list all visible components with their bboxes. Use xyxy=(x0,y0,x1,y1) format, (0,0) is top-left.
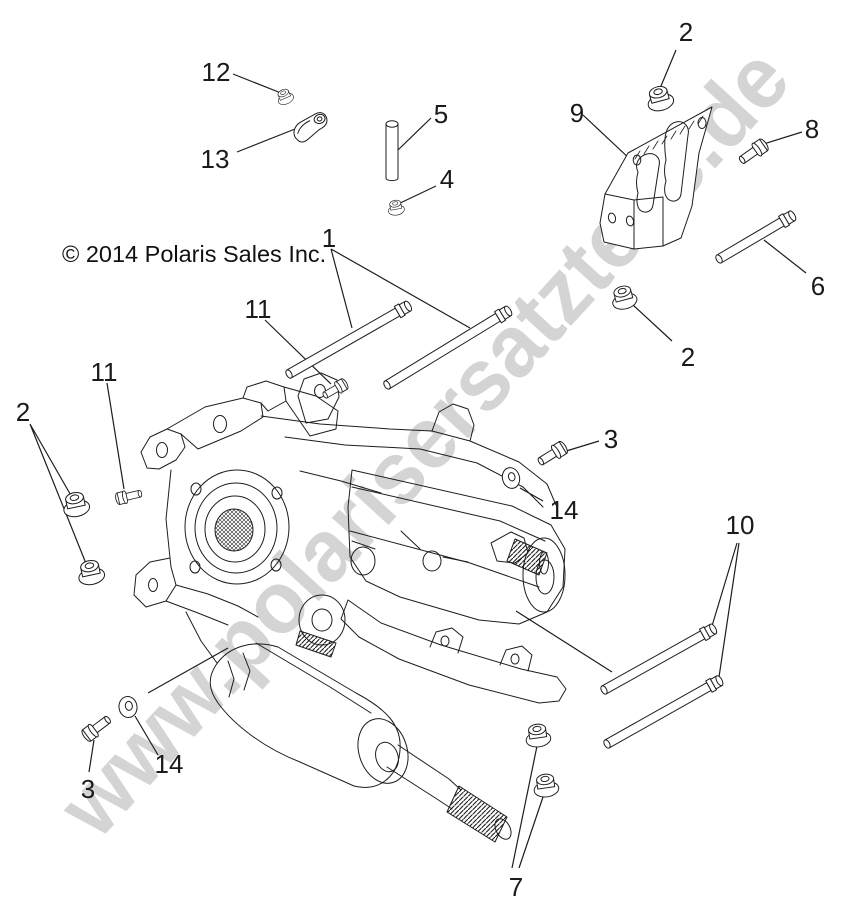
part-long-bolt-1b xyxy=(383,305,513,390)
leader-lines xyxy=(29,49,807,869)
callout-13: 13 xyxy=(201,144,230,174)
callout-14-right: 14 xyxy=(550,495,579,525)
callout-12: 12 xyxy=(202,57,231,87)
part-long-bolt-1a xyxy=(285,300,413,379)
part-pin-5 xyxy=(385,120,399,182)
callout-6: 6 xyxy=(811,271,825,301)
callout-labels: 2 12 13 5 4 9 8 6 1 2 11 11 2 3 14 10 3 … xyxy=(16,17,825,902)
callout-7: 7 xyxy=(509,872,523,902)
part-washer-14-left xyxy=(118,696,138,718)
callout-2-top: 2 xyxy=(679,17,693,47)
callout-3-left: 3 xyxy=(81,774,95,804)
part-push-nut-12 xyxy=(274,86,296,108)
callout-10: 10 xyxy=(726,510,755,540)
copyright-text: © 2014 Polaris Sales Inc. xyxy=(62,241,326,267)
part-flange-nut-7-b xyxy=(531,772,561,800)
callout-8: 8 xyxy=(805,114,819,144)
part-bracket xyxy=(599,106,713,250)
part-long-bolt-10b xyxy=(603,675,724,749)
gearcase-drawing xyxy=(133,372,567,843)
part-washer-14-right xyxy=(501,467,521,489)
callout-3-right: 3 xyxy=(604,424,618,454)
callout-2-left: 2 xyxy=(16,397,30,427)
hardware-parts xyxy=(60,83,797,800)
part-bolt-11-left xyxy=(114,486,144,506)
part-flange-nut-7-a xyxy=(523,722,553,750)
part-long-bolt-10a xyxy=(600,623,718,695)
callout-1: 1 xyxy=(322,223,336,253)
callout-5: 5 xyxy=(434,99,448,129)
part-clamp-13 xyxy=(293,112,328,143)
part-flange-nut-2-left-a xyxy=(60,489,92,520)
callout-9: 9 xyxy=(570,98,584,128)
part-long-bolt-6 xyxy=(715,210,797,264)
part-bolt-3-right xyxy=(534,439,570,470)
callout-11-right: 11 xyxy=(245,294,272,324)
callout-4: 4 xyxy=(440,164,454,194)
callout-14-left: 14 xyxy=(155,749,184,779)
callout-2-right: 2 xyxy=(681,342,695,372)
callout-11-left: 11 xyxy=(91,357,118,387)
part-flange-nut-2-left-b xyxy=(75,557,107,588)
